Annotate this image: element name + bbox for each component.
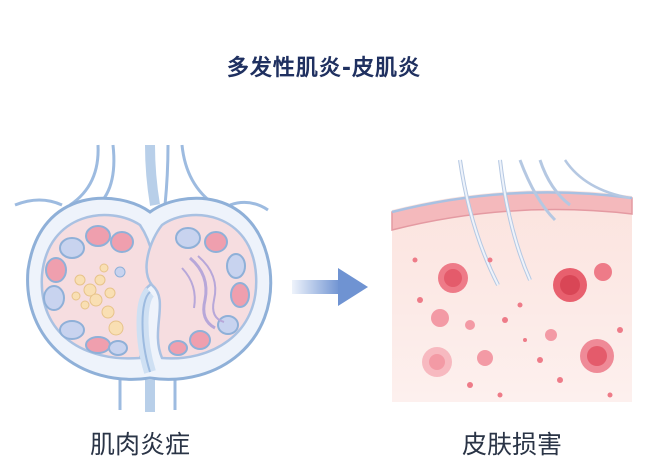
- muscle-fibers-left: [43, 225, 134, 356]
- skin-tissue: [392, 190, 632, 402]
- transition-arrow: [292, 268, 368, 306]
- page-title: 多发性肌炎-皮肌炎: [226, 56, 422, 81]
- hair-3: [518, 159, 557, 222]
- muscle-fibers-right: [168, 227, 250, 356]
- muscle-inflammation-illustration: [14, 144, 273, 412]
- muscle-inflammation-caption: 肌肉炎症: [89, 430, 190, 459]
- skin-damage-caption: 皮肤损害: [461, 430, 562, 459]
- skin-damage-illustration: [391, 159, 633, 402]
- lesion: [545, 329, 557, 341]
- lesion: [431, 309, 449, 327]
- lesion: [594, 263, 612, 281]
- lesion: [477, 350, 493, 366]
